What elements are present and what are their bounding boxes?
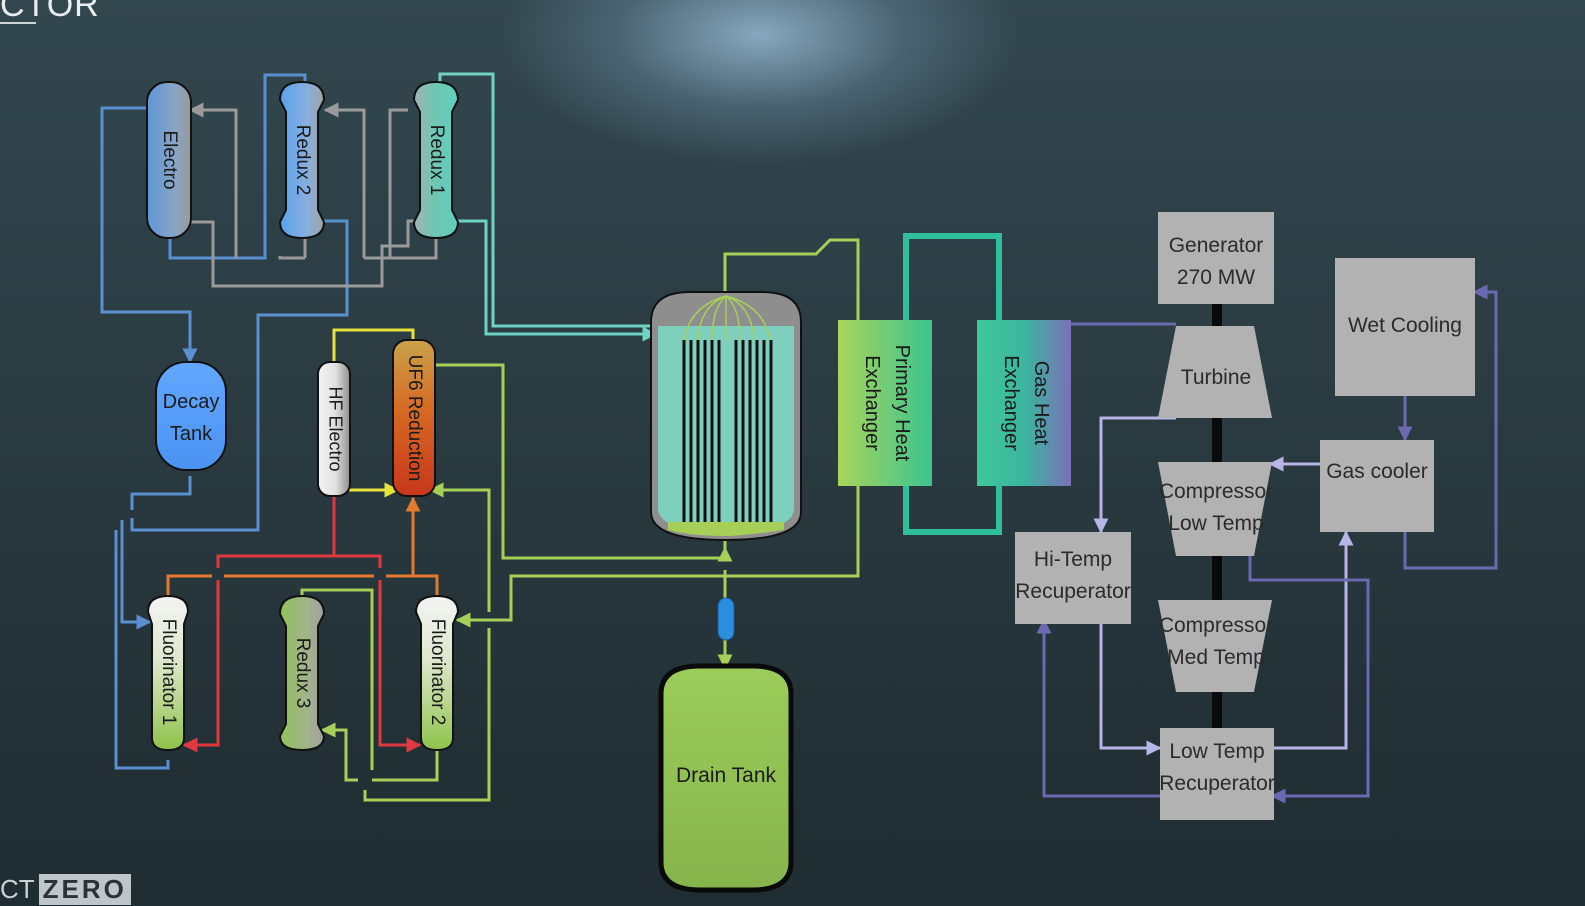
primary-loop (903, 233, 1002, 535)
redux2-column: Redux 2 (278, 80, 326, 240)
fluorinator2-column: Fluorinator 2 (414, 594, 460, 752)
gas-heat-exchanger: Gas Heat Exchanger (977, 320, 1071, 486)
uf6-reduction-label: UF6 Reduction (404, 355, 425, 482)
generator-label-1: Generator (1169, 234, 1264, 257)
gas-hx-label-1: Gas Heat (1030, 361, 1052, 446)
gas-cooler: Gas cooler (1320, 440, 1434, 532)
gas-cooler-label: Gas cooler (1326, 460, 1428, 483)
fluorinator1-column: Fluorinator 1 (146, 594, 190, 752)
fluorinator2-label: Fluorinator 2 (427, 619, 448, 726)
wet-cooling-label: Wet Cooling (1348, 314, 1462, 337)
hf-electro-column: HF Electro (317, 361, 351, 497)
uf6-reduction-column: UF6 Reduction (392, 339, 436, 497)
logo-prefix: CT (0, 874, 35, 904)
electro-label: Electro (159, 130, 180, 189)
compressor-med-temp: Compressor Med Temp (1158, 600, 1273, 692)
redux1-column: Redux 1 (412, 80, 460, 240)
wet-cooling: Wet Cooling (1335, 258, 1475, 396)
electro-column: Electro (146, 81, 192, 239)
low-recup-label-2: Recuperator (1159, 772, 1275, 795)
salt-piping (100, 73, 349, 770)
comp-low-label-2: Low Temp (1168, 512, 1263, 535)
drain-tank-label: Drain Tank (676, 764, 776, 787)
fuel-piping (300, 238, 860, 802)
reactor-plenum (683, 295, 771, 341)
reactor-vessel (650, 291, 802, 542)
hf-electro-label: HF Electro (325, 386, 345, 471)
gas-hx-label-2: Exchanger (1000, 355, 1022, 451)
comp-med-label-1: Compressor (1159, 614, 1273, 637)
teal-piping (438, 72, 658, 342)
reactor-core-rods (682, 340, 773, 522)
primary-hx-label-1: Primary Heat (891, 345, 913, 462)
hi-temp-recuperator: Hi-Temp Recuperator (1015, 532, 1131, 624)
gray-piping (188, 102, 440, 288)
redux3-column: Redux 3 (278, 594, 326, 752)
low-temp-recuperator: Low Temp Recuperator (1159, 728, 1275, 820)
freeze-valve (717, 597, 735, 641)
redux1-label: Redux 1 (426, 125, 447, 196)
redux3-label: Redux 3 (292, 638, 313, 709)
low-recup-label-1: Low Temp (1169, 740, 1264, 763)
page-title-fragment: CTOR (0, 0, 100, 24)
decay-tank: Decay Tank (155, 361, 227, 471)
turbine: Turbine (1158, 326, 1272, 418)
generator-label-2: 270 MW (1177, 266, 1255, 289)
comp-low-label-1: Compressor (1159, 480, 1273, 503)
generator: Generator 270 MW (1158, 212, 1274, 304)
red-piping (182, 497, 422, 753)
decay-tank-label-1: Decay (163, 391, 220, 413)
orange-piping (166, 496, 439, 598)
primary-heat-exchanger: Primary Heat Exchanger (838, 320, 932, 486)
compressor-low-temp: Compressor Low Temp (1158, 462, 1273, 556)
hi-recup-label-1: Hi-Temp (1034, 548, 1112, 571)
comp-med-label-2: Med Temp (1167, 646, 1265, 669)
fluorinator1-label: Fluorinator 1 (158, 619, 179, 726)
logo-mark: ZERO (38, 874, 131, 905)
turbine-label: Turbine (1181, 366, 1251, 389)
redux2-label: Redux 2 (292, 125, 313, 196)
hi-recup-label-2: Recuperator (1015, 580, 1131, 603)
gas-piping (1036, 284, 1498, 804)
decay-tank-label-2: Tank (170, 423, 213, 445)
title-underline (0, 22, 36, 24)
drain-tank: Drain Tank (658, 663, 794, 893)
hf-piping (332, 328, 415, 498)
primary-hx-label-2: Exchanger (861, 355, 883, 451)
